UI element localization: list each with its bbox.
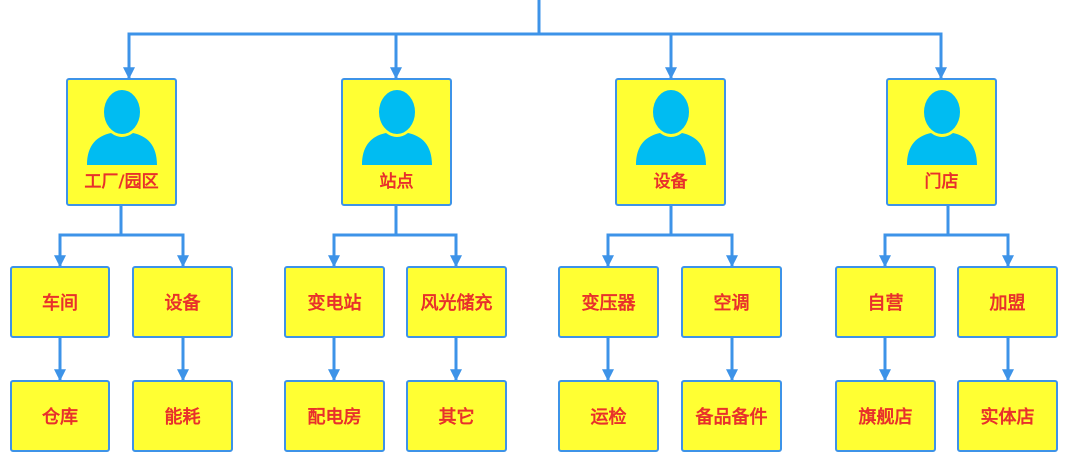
child-node-0-1[interactable]: 设备 [132,266,233,338]
category-label: 设备 [653,172,688,192]
child-node-3-1[interactable]: 加盟 [957,266,1058,338]
node-label: 运检 [590,407,627,428]
category-node-3[interactable]: 门店 [886,78,997,206]
node-label: 变压器 [581,293,636,314]
child-node-1-0[interactable]: 变电站 [284,266,385,338]
user-icon [361,90,432,165]
leaf-node-2-0[interactable]: 运检 [558,380,659,452]
user-icon [86,90,157,165]
child-node-2-1[interactable]: 空调 [681,266,782,338]
leaf-node-3-0[interactable]: 旗舰店 [835,380,936,452]
node-label: 其它 [438,407,475,428]
node-label: 风光储充 [420,293,493,314]
user-icon [906,90,977,165]
category-label: 工厂/园区 [84,172,159,192]
leaf-node-1-1[interactable]: 其它 [406,380,507,452]
node-label: 变电站 [307,293,362,314]
category-label: 门店 [924,172,959,192]
node-label: 仓库 [42,407,78,428]
category-label: 站点 [379,172,414,192]
node-label: 实体店 [980,407,1035,428]
node-label: 设备 [164,293,201,314]
category-node-2[interactable]: 设备 [615,78,726,206]
node-label: 车间 [42,293,78,314]
node-label: 自营 [867,293,904,314]
child-node-2-0[interactable]: 变压器 [558,266,659,338]
leaf-node-0-1[interactable]: 能耗 [132,380,233,452]
leaf-node-2-1[interactable]: 备品备件 [681,380,782,452]
node-label: 能耗 [164,407,201,428]
category-node-1[interactable]: 站点 [341,78,452,206]
leaf-node-3-1[interactable]: 实体店 [957,380,1058,452]
node-label: 旗舰店 [858,407,913,428]
leaf-node-0-0[interactable]: 仓库 [10,380,110,452]
user-icon [635,90,706,165]
node-label: 加盟 [989,293,1026,314]
child-node-3-0[interactable]: 自营 [835,266,936,338]
child-node-1-1[interactable]: 风光储充 [406,266,507,338]
node-label: 空调 [713,293,750,314]
node-label: 配电房 [307,407,362,428]
node-label: 备品备件 [695,407,768,428]
child-node-0-0[interactable]: 车间 [10,266,110,338]
leaf-node-1-0[interactable]: 配电房 [284,380,385,452]
category-node-0[interactable]: 工厂/园区 [66,78,177,206]
